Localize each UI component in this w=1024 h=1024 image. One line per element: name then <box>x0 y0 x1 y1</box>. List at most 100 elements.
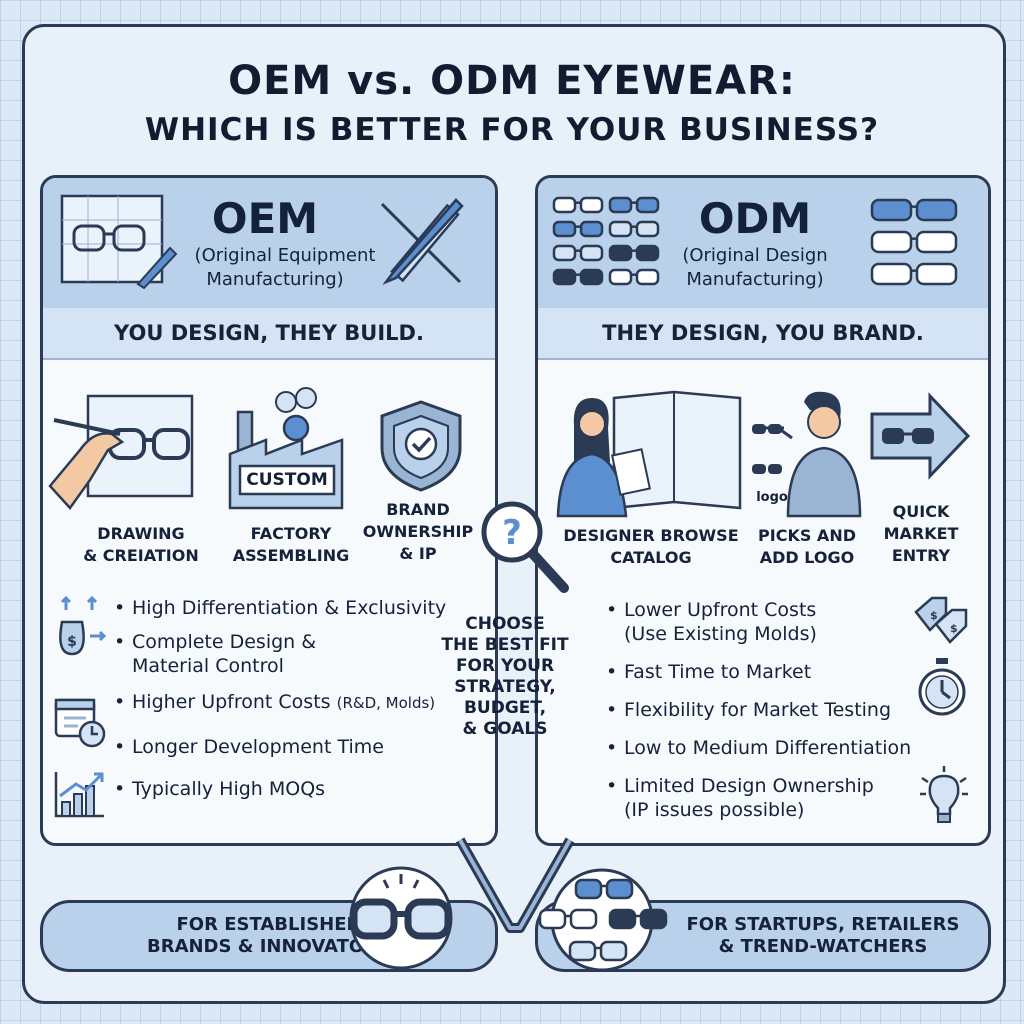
center-line-3: for your <box>455 656 555 676</box>
odm-step-3-line-2: Market <box>883 524 959 543</box>
svg-text:$: $ <box>67 634 77 650</box>
odm-bullet: Fast Time to Market <box>606 660 926 684</box>
glasses-frame-icon <box>870 198 958 222</box>
odm-step-1-line-1: Designer Browse <box>563 526 739 545</box>
oem-step-3-line-3: & IP <box>399 544 437 563</box>
title-line-2: WHICH IS BETTER FOR YOUR BUSINESS? <box>144 112 880 148</box>
oem-bullet-text: Longer Development Time <box>132 736 384 758</box>
oem-custom-badge: CUSTOM <box>246 470 328 490</box>
oem-bullet: Complete Design &Material Control <box>114 630 474 678</box>
center-line-5: budget, <box>463 698 547 718</box>
odm-step-2-line-2: Add Logo <box>759 548 855 567</box>
center-line-1: Choose <box>465 614 545 634</box>
center-message: Choose the best fit for your strategy, b… <box>440 614 570 740</box>
glasses-frame-icon <box>608 196 660 214</box>
glasses-frame-icon <box>608 220 660 238</box>
glasses-frame-icon <box>574 878 634 900</box>
oem-step-1-line-2: & Creiation <box>83 546 199 565</box>
odm-bullet-text: Flexibility for Market Testing <box>624 699 892 721</box>
center-line-4: strategy, <box>454 677 556 697</box>
oem-step-2-line-1: Factory <box>250 524 332 543</box>
odm-bullet: Low to Medium Differentiation <box>606 736 926 760</box>
odm-bullet: Limited Design Ownership(IP issues possi… <box>606 774 926 822</box>
oem-step-3-line-2: Ownership <box>362 522 474 541</box>
svg-text:$: $ <box>930 609 938 622</box>
title-line-1: OEM vs. ODM EYEWEAR: <box>228 58 796 104</box>
glasses-rack-icon <box>870 198 958 286</box>
odm-bullet-text: Limited Design Ownership <box>624 775 874 797</box>
glasses-frame-icon <box>552 196 604 214</box>
odm-bullet-text: Lower Upfront Costs <box>624 599 817 621</box>
glasses-frame-icon <box>568 940 628 962</box>
magnifier-question-icon: ? <box>481 501 569 593</box>
odm-bullet-list: Lower Upfront Costs(Use Existing Molds) … <box>606 598 926 822</box>
oem-tagline: YOU DESIGN, THEY BUILD. <box>43 308 495 360</box>
odm-subtitle-1: (Original Design <box>682 245 828 266</box>
bold-glasses-icon <box>349 866 453 970</box>
glasses-frame-icon <box>552 220 604 238</box>
question-mark: ? <box>502 513 522 553</box>
blueprint-glasses-icon <box>60 194 178 290</box>
oem-bullet: Higher Upfront Costs (R&D, Molds) <box>114 690 474 715</box>
calendar-clock-icon <box>54 698 106 748</box>
odm-bullet-text: Fast Time to Market <box>624 661 812 683</box>
oem-footer-line-2: BRANDS & INNOVATORS <box>146 936 391 957</box>
odm-footer-line-2: & TREND-WATCHERS <box>718 936 928 957</box>
glasses-frame-icon <box>608 268 660 286</box>
glasses-frame-icon <box>608 908 668 930</box>
odm-bullet: Flexibility for Market Testing <box>606 698 926 722</box>
center-line-2: the best fit <box>441 635 569 655</box>
stopwatch-icon <box>918 658 966 716</box>
oem-bullet-text-2: Material Control <box>132 655 284 677</box>
odm-bullet-text-2: (IP issues possible) <box>624 799 805 821</box>
odm-step-3-line-1: Quick <box>892 502 950 521</box>
glasses-frame-icon <box>552 244 604 262</box>
odm-bullet: Lower Upfront Costs(Use Existing Molds) <box>606 598 926 646</box>
oem-bullet: High Differentiation & Exclusivity <box>114 596 474 620</box>
oem-step-3-line-1: Brand <box>386 500 450 519</box>
odm-footer-line-1: FOR STARTUPS, RETAILERS <box>686 914 960 935</box>
oem-subtitle-1: (Original Equipment <box>194 245 376 266</box>
glasses-frame-icon <box>870 230 958 254</box>
svg-text:$: $ <box>950 622 958 635</box>
lightbulb-icon <box>920 766 968 823</box>
odm-step-2-line-1: Picks and <box>758 526 856 545</box>
odm-step-3-line-3: Entry <box>891 546 951 565</box>
glasses-catalog-icon <box>552 196 660 286</box>
odm-subtitle-2: Manufacturing) <box>686 269 824 290</box>
oem-bullet: Longer Development Time <box>114 735 474 759</box>
money-bag-arrows-icon: $ <box>59 595 107 656</box>
arrow-glasses-icon <box>870 392 971 480</box>
center-line-6: & goals <box>462 719 548 739</box>
oem-footer-line-1: FOR ESTABLISHED <box>176 914 362 935</box>
oem-bullet-text: Complete Design & <box>132 631 317 653</box>
odm-bullet-text-2: (Use Existing Molds) <box>624 623 817 645</box>
person-holding-glasses-icon <box>752 391 862 518</box>
person-browsing-catalog-icon <box>556 390 742 518</box>
oem-heading: OEM <box>211 194 319 243</box>
odm-step-1-line-2: Catalog <box>610 548 692 567</box>
glasses-frame-icon <box>538 908 598 930</box>
shield-check-icon <box>380 400 462 492</box>
oem-bullet-text: High Differentiation & Exclusivity <box>132 597 447 619</box>
hand-drawing-glasses-icon <box>48 394 194 510</box>
factory-icon <box>228 387 344 510</box>
oem-subtitle-2: Manufacturing) <box>206 269 344 290</box>
oem-step-1-line-1: Drawing <box>97 524 185 543</box>
odm-logo-badge: logo <box>756 490 788 505</box>
price-tag-icon: $ $ <box>914 596 968 644</box>
odm-heading: ODM <box>698 194 812 243</box>
v-connector <box>455 837 575 933</box>
glasses-frame-icon <box>870 262 958 286</box>
odm-bullet-text: Low to Medium Differentiation <box>624 737 912 759</box>
oem-bullet-small: (R&D, Molds) <box>336 694 436 712</box>
multiple-glasses-icon <box>538 868 668 972</box>
oem-bullet-text: Higher Upfront Costs <box>132 691 331 713</box>
oem-bullet-text: Typically High MOQs <box>132 778 326 800</box>
glasses-frame-icon <box>608 244 660 262</box>
oem-bullet-list: High Differentiation & Exclusivity Compl… <box>114 596 474 801</box>
oem-bullet: Typically High MOQs <box>114 777 474 801</box>
oem-step-2-line-2: Assembling <box>232 546 350 565</box>
odm-tagline: THEY DESIGN, YOU BRAND. <box>538 308 988 360</box>
pencil-ruler-icon <box>380 198 464 285</box>
